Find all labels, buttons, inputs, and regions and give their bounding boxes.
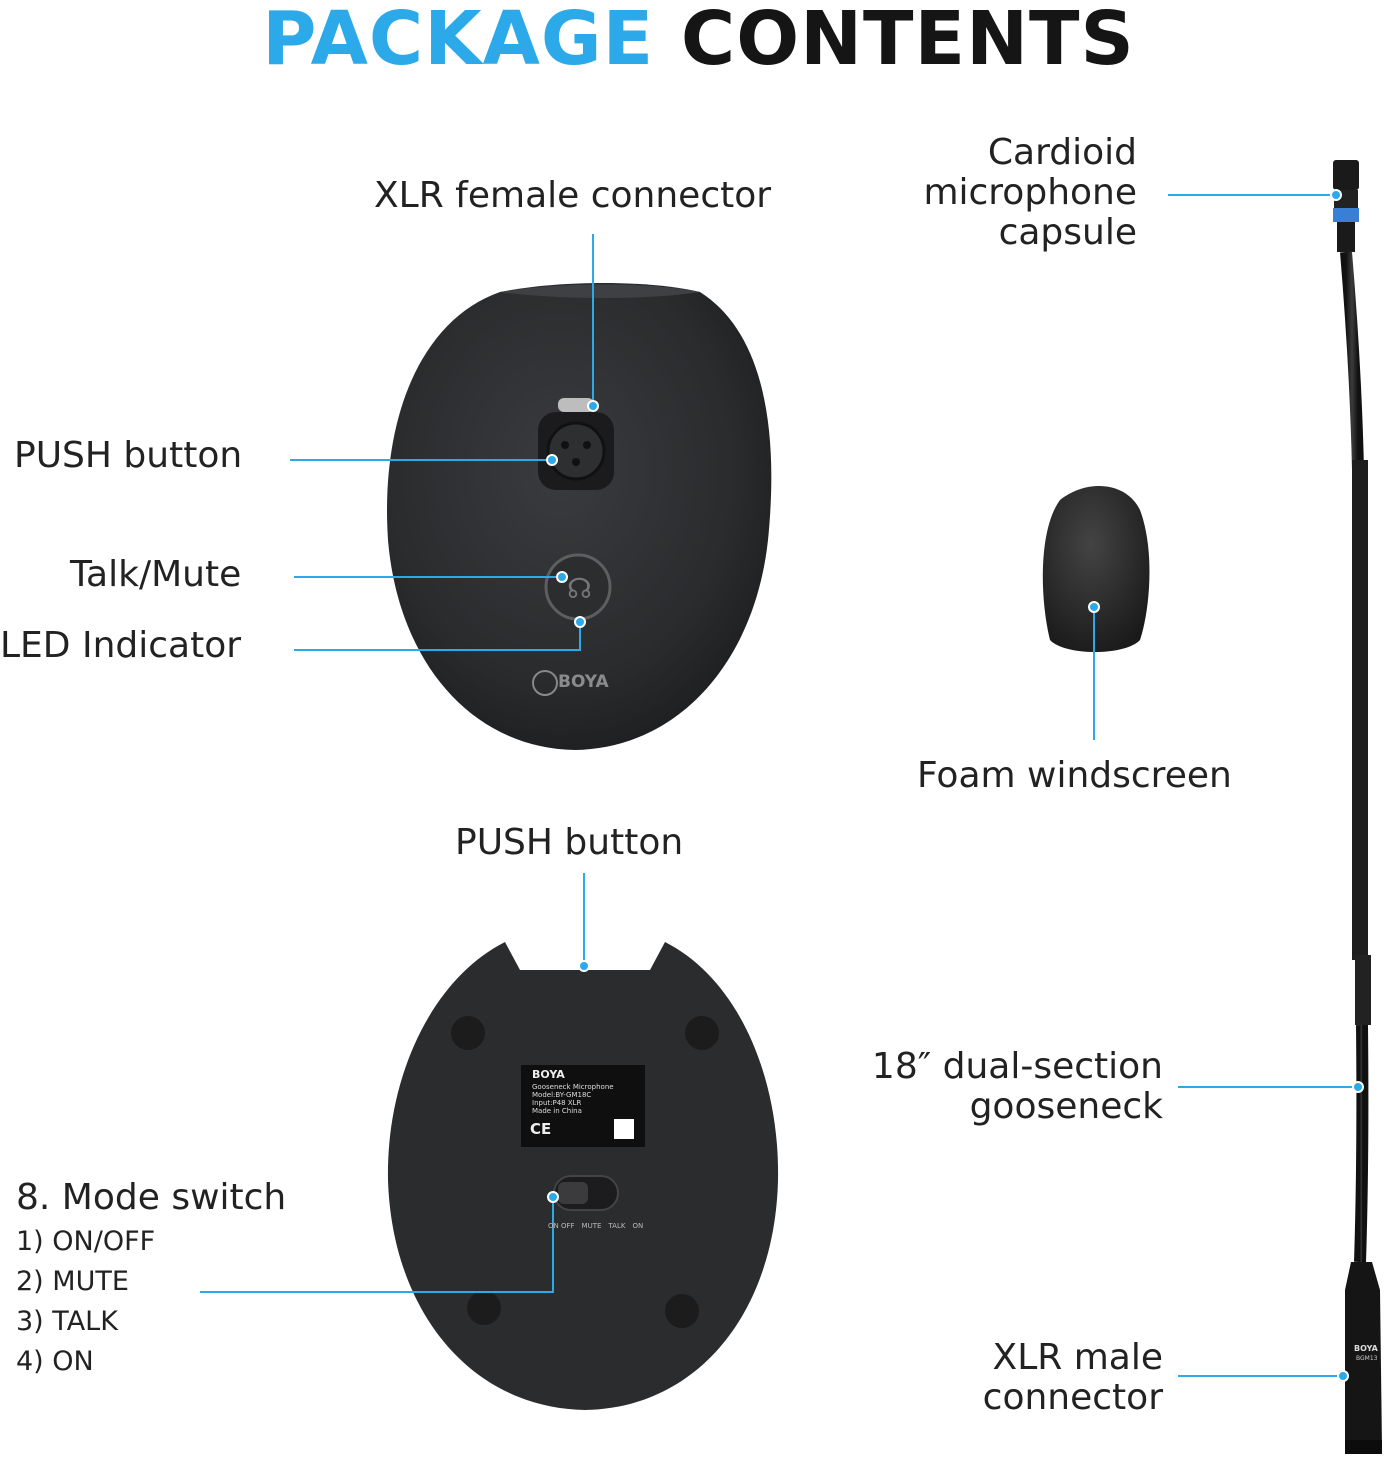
- mode-option: 2) MUTE: [16, 1266, 129, 1297]
- foam-windscreen: [1042, 486, 1150, 652]
- capsule-line: microphone: [923, 172, 1137, 213]
- mode-option: 4) ON: [16, 1346, 94, 1377]
- sticker-text: Gooseneck Microphone Model:BY-GM18C Inpu…: [532, 1083, 614, 1115]
- switch-mark: ON OFF: [548, 1222, 575, 1230]
- sticker-line: Model:BY-GM18C: [532, 1091, 592, 1099]
- label-mode-switch: 8. Mode switch: [16, 1177, 287, 1218]
- boya-logo-top: BOYA: [558, 672, 609, 692]
- label-led-indicator: LED Indicator: [0, 625, 242, 666]
- label-gooseneck: 18″ dual-section gooseneck: [820, 1047, 1163, 1127]
- label-xlr-female-connector: XLR female connector: [374, 175, 772, 216]
- label-cardioid-capsule: Cardioid microphone capsule: [860, 133, 1137, 253]
- gooseneck-microphone: [1333, 160, 1382, 1454]
- ce-mark: CE: [530, 1120, 552, 1138]
- page-title: PACKAGE CONTENTS: [0, 0, 1397, 78]
- base-bottom-view: [387, 942, 779, 1410]
- sticker-line: Input:P48 XLR: [532, 1099, 582, 1107]
- sticker-line: Gooseneck Microphone: [532, 1083, 614, 1091]
- label-xlr-male-connector: XLR male connector: [900, 1338, 1163, 1418]
- sticker-brand: BOYA: [532, 1068, 565, 1081]
- callout-dots: [546, 189, 1364, 1382]
- push-button-top: [558, 398, 594, 412]
- title-package: PACKAGE: [262, 0, 655, 82]
- label-push-button-top: PUSH button: [14, 435, 243, 476]
- base-top-view: ☊: [386, 283, 772, 750]
- mic-brand: BOYA: [1354, 1344, 1378, 1353]
- callout-lines: [200, 194, 1358, 1377]
- mode-option: 3) TALK: [16, 1306, 118, 1337]
- xlr-male-line: XLR male: [992, 1337, 1163, 1378]
- switch-marks: ON OFF MUTE TALK ON: [548, 1222, 643, 1230]
- gooseneck-line: 18″ dual-section: [871, 1046, 1163, 1087]
- mode-option: 1) ON/OFF: [16, 1226, 156, 1257]
- label-talk-mute: Talk/Mute: [70, 554, 242, 595]
- svg-text:☊: ☊: [567, 572, 592, 605]
- xlr-male-line: connector: [982, 1377, 1163, 1418]
- capsule-line: capsule: [998, 212, 1137, 253]
- mic-model: BGM13: [1356, 1355, 1378, 1362]
- capsule-line: Cardioid: [987, 132, 1137, 173]
- gooseneck-line: gooseneck: [969, 1086, 1163, 1127]
- switch-mark: MUTE: [581, 1222, 602, 1230]
- mode-switch-options: 1) ON/OFF 2) MUTE 3) TALK 4) ON: [16, 1222, 155, 1382]
- switch-mark: ON: [632, 1222, 644, 1230]
- boya-logo-icon: [532, 670, 558, 696]
- sticker-line: Made in China: [532, 1107, 582, 1115]
- label-push-button-bottom: PUSH button: [455, 822, 684, 863]
- switch-mark: TALK: [608, 1222, 626, 1230]
- title-contents: CONTENTS: [680, 0, 1135, 82]
- label-foam-windscreen: Foam windscreen: [917, 755, 1232, 796]
